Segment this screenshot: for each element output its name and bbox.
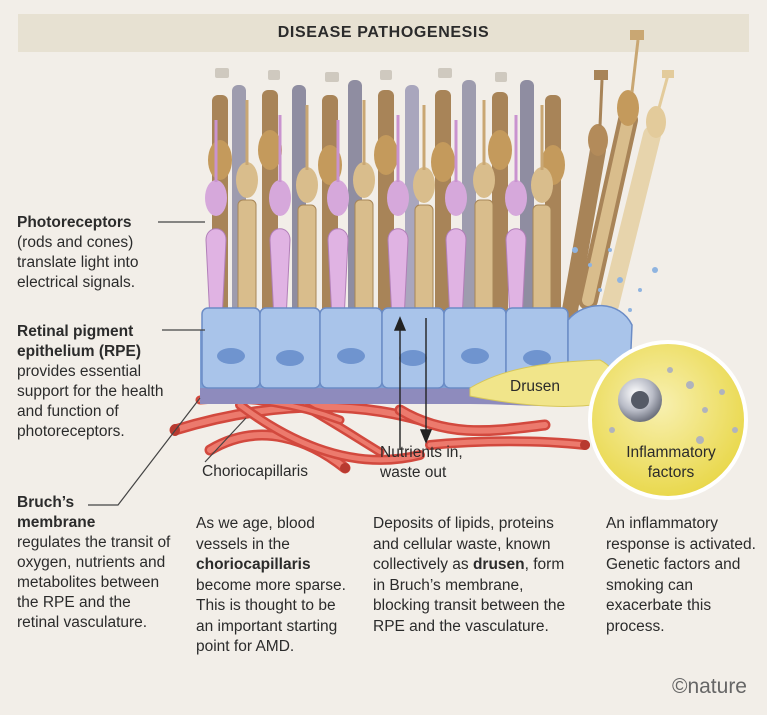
label-bruch-head: Bruch’s membrane <box>17 494 96 531</box>
photoreceptors-front <box>205 100 553 326</box>
label-photoreceptors: Photoreceptors (rods and cones) translat… <box>17 213 165 293</box>
title-bar: DISEASE PATHOGENESIS <box>18 14 749 52</box>
leader-lines <box>88 221 247 506</box>
caption-aging-bold: choriocapillaris <box>196 556 311 573</box>
label-choriocapillaris: Choriocapillaris <box>202 463 308 480</box>
caption-aging-pre: As we age, blood vessels in the <box>196 515 315 553</box>
label-photoreceptors-head: Photoreceptors <box>17 214 132 231</box>
detached-photoreceptors <box>562 30 674 318</box>
nature-logo: ©nature <box>671 675 747 698</box>
label-rpe: Retinal pigment epithelium (RPE) provide… <box>17 322 167 442</box>
label-nutrients: Nutrients in, waste out <box>380 444 463 481</box>
caption-deposits-bold: drusen <box>472 556 525 573</box>
label-bruchs-membrane: Bruch’s membrane regulates the transit o… <box>17 493 177 633</box>
nutrient-arrows <box>393 316 433 450</box>
caption-aging: As we age, blood vessels in the chorioca… <box>196 514 354 658</box>
caption-aging-post: become more sparse. This is thought to b… <box>196 576 346 656</box>
label-inflammatory-factors: Inflammatory factors <box>626 444 716 481</box>
label-drusen: Drusen <box>510 378 560 395</box>
choriocapillaris-vessels <box>169 393 590 474</box>
caption-deposits-pre: Deposits of lipids, proteins and cellula… <box>373 515 554 573</box>
label-rpe-body: provides essential support for the healt… <box>17 363 164 440</box>
label-rpe-head: Retinal pigment epithelium (RPE) <box>17 323 142 360</box>
label-bruch-body: regulates the transit of oxygen, nutrien… <box>17 534 171 631</box>
caption-inflammation: An inflammatory response is activated. G… <box>606 515 756 635</box>
caption-deposits-post: , form in Bruch’s membrane, blocking tra… <box>373 556 566 635</box>
inflammatory-bubble <box>588 340 748 500</box>
caption-deposits: Deposits of lipids, proteins and cellula… <box>373 514 573 637</box>
label-photoreceptors-body: (rods and cones) translate light into el… <box>17 234 139 291</box>
page-title: DISEASE PATHOGENESIS <box>277 24 490 41</box>
